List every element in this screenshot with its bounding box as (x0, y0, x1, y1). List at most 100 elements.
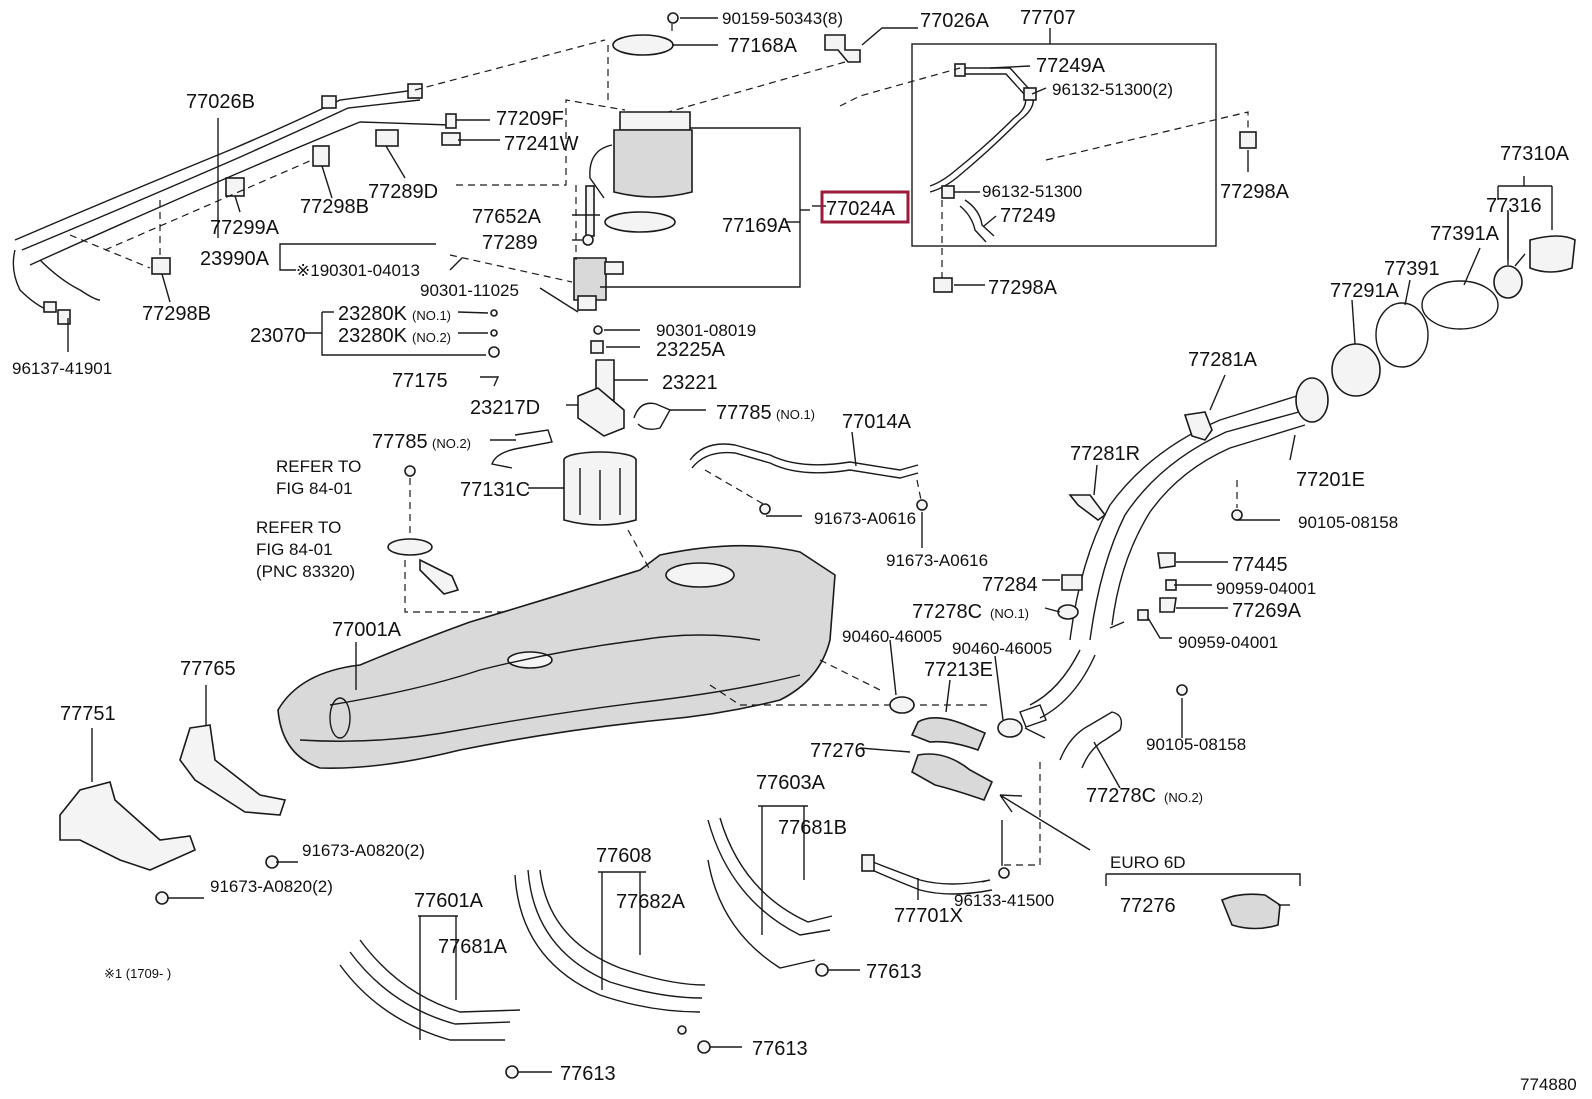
label-77284[interactable]: 77284 (982, 574, 1038, 596)
label-77613-right[interactable]: 77613 (866, 961, 922, 983)
label-90105-08158-lower[interactable]: 90105-08158 (1146, 735, 1246, 754)
bracket-77751-drawing (59, 781, 197, 871)
label-77681b[interactable]: 77681B (778, 817, 847, 839)
label-77601a[interactable]: 77601A (414, 890, 484, 912)
label-77024a[interactable]: 77024A (826, 198, 896, 220)
label-77289d[interactable]: 77289D (368, 181, 438, 203)
label-77298a-upper[interactable]: 77298A (1220, 181, 1290, 203)
label-90301-08019[interactable]: 90301-08019 (656, 321, 756, 340)
clip-77298b-lower-drawing (151, 257, 171, 275)
label-90105-08158-upper[interactable]: 90105-08158 (1298, 513, 1398, 532)
label-91673-a0616-upper[interactable]: 91673-A0616 (814, 509, 916, 528)
label-77281r[interactable]: 77281R (1070, 443, 1140, 465)
label-23280k-no1[interactable]: 23280K (338, 303, 408, 325)
label-77310a[interactable]: 77310A (1500, 143, 1570, 165)
label-77291a[interactable]: 77291A (1330, 280, 1400, 302)
label-77751[interactable]: 77751 (60, 703, 116, 725)
label-77608[interactable]: 77608 (596, 845, 652, 867)
ring-77391-drawing (1375, 302, 1429, 368)
label-90159-50343[interactable]: 90159-50343(8) (722, 9, 843, 28)
label-96132-51300[interactable]: 96132-51300 (982, 182, 1082, 201)
harness-77785-no2-drawing (491, 429, 553, 469)
label-77298b-upper[interactable]: 77298B (300, 196, 369, 218)
label-23070[interactable]: 23070 (250, 325, 306, 347)
label-77014a[interactable]: 77014A (842, 411, 912, 433)
strap-77603a-drawing (707, 819, 831, 936)
label-fig-84-01-1[interactable]: FIG 84-01 (276, 479, 353, 498)
label-23221[interactable]: 23221 (662, 372, 718, 394)
label-77249[interactable]: 77249 (1000, 205, 1056, 227)
hose-77213e-drawing (910, 717, 987, 752)
label-77785-no2[interactable]: 77785 (372, 431, 428, 453)
label-77681a[interactable]: 77681A (438, 936, 508, 958)
label-77391a[interactable]: 77391A (1430, 223, 1500, 245)
evap-line-77014a-drawing (689, 443, 919, 471)
label-77213e[interactable]: 77213E (924, 659, 993, 681)
hose-77445-drawing (1157, 552, 1176, 569)
label-91673-a0616-lower[interactable]: 91673-A0616 (886, 551, 988, 570)
label-77682a[interactable]: 77682A (616, 891, 686, 913)
label-77276[interactable]: 77276 (810, 740, 866, 762)
connector-77026a-drawing (824, 34, 861, 63)
label-77209f[interactable]: 77209F (496, 108, 564, 130)
label-77701x[interactable]: 77701X (894, 905, 963, 927)
label-no1-77278c: (NO.1) (990, 606, 1029, 621)
label-77241w[interactable]: 77241W (504, 133, 579, 155)
label-77249a[interactable]: 77249A (1036, 55, 1106, 77)
label-96137-41901[interactable]: 96137-41901 (12, 359, 112, 378)
highlighted-part-frame (820, 190, 910, 224)
label-23280k-no2[interactable]: 23280K (338, 325, 408, 347)
label-77765[interactable]: 77765 (180, 658, 236, 680)
clip-77298a-lower-drawing (933, 277, 953, 293)
label-96133-41500[interactable]: 96133-41500 (954, 891, 1054, 910)
label-77201e[interactable]: 77201E (1296, 469, 1365, 491)
label-77298a-lower[interactable]: 77298A (988, 277, 1058, 299)
label-90301-11025[interactable]: 90301-11025 (420, 281, 519, 300)
label-96132-51300-2[interactable]: 96132-51300(2) (1052, 80, 1173, 99)
label-77001a[interactable]: 77001A (332, 619, 402, 641)
label-91673-a0820-lower[interactable]: 91673-A0820(2) (210, 877, 333, 896)
label-90460-46005-left[interactable]: 90460-46005 (842, 627, 942, 646)
clip-77209f-drawing (445, 113, 457, 129)
label-23217d[interactable]: 23217D (470, 397, 540, 419)
label-77316[interactable]: 77316 (1486, 195, 1542, 217)
label-77278c-no1[interactable]: 77278C (912, 601, 982, 623)
sub-tank-77131c-drawing (563, 451, 637, 526)
housing-77291a-drawing (1331, 343, 1381, 397)
label-190301-04013[interactable]: ※190301-04013 (296, 261, 420, 280)
label-77026a[interactable]: 77026A (920, 10, 990, 32)
label-77445[interactable]: 77445 (1232, 554, 1288, 576)
label-77603a[interactable]: 77603A (756, 772, 826, 794)
label-23225a[interactable]: 23225A (656, 339, 726, 361)
label-90959-04001-lower[interactable]: 90959-04001 (1178, 633, 1278, 652)
strap-77601a-drawing (339, 964, 505, 1041)
label-90460-46005-right[interactable]: 90460-46005 (952, 639, 1052, 658)
bolt-90159-drawing (667, 12, 679, 24)
label-77175[interactable]: 77175 (392, 370, 448, 392)
label-77276-euro6d[interactable]: 77276 (1120, 895, 1176, 917)
clip-90959-04001-lower-drawing (1137, 609, 1149, 621)
label-77289[interactable]: 77289 (482, 232, 538, 254)
bracket-77765-drawing (179, 724, 287, 816)
label-77299a[interactable]: 77299A (210, 217, 280, 239)
label-77278c-no2[interactable]: 77278C (1086, 785, 1156, 807)
label-77298b-lower[interactable]: 77298B (142, 303, 211, 325)
label-77168a[interactable]: 77168A (728, 35, 798, 57)
oring-90301-08019-drawing (593, 325, 603, 335)
label-77613-left[interactable]: 77613 (560, 1063, 616, 1085)
label-77269a[interactable]: 77269A (1232, 600, 1302, 622)
label-77785-no1[interactable]: 77785 (716, 402, 772, 424)
label-77707[interactable]: 77707 (1020, 7, 1076, 29)
label-77652a[interactable]: 77652A (472, 206, 542, 228)
label-77169a[interactable]: 77169A (722, 215, 792, 237)
label-90959-04001-upper[interactable]: 90959-04001 (1216, 579, 1316, 598)
label-fig-84-01-2[interactable]: FIG 84-01 (256, 540, 333, 559)
label-91673-a0820-upper[interactable]: 91673-A0820(2) (302, 841, 425, 860)
label-77391[interactable]: 77391 (1384, 258, 1440, 280)
label-77613-middle[interactable]: 77613 (752, 1038, 808, 1060)
label-77026b[interactable]: 77026B (186, 91, 255, 113)
group-box-77707 (911, 43, 1217, 247)
label-23990a[interactable]: 23990A (200, 248, 270, 270)
label-77131c[interactable]: 77131C (460, 479, 530, 501)
label-77281a[interactable]: 77281A (1188, 349, 1258, 371)
